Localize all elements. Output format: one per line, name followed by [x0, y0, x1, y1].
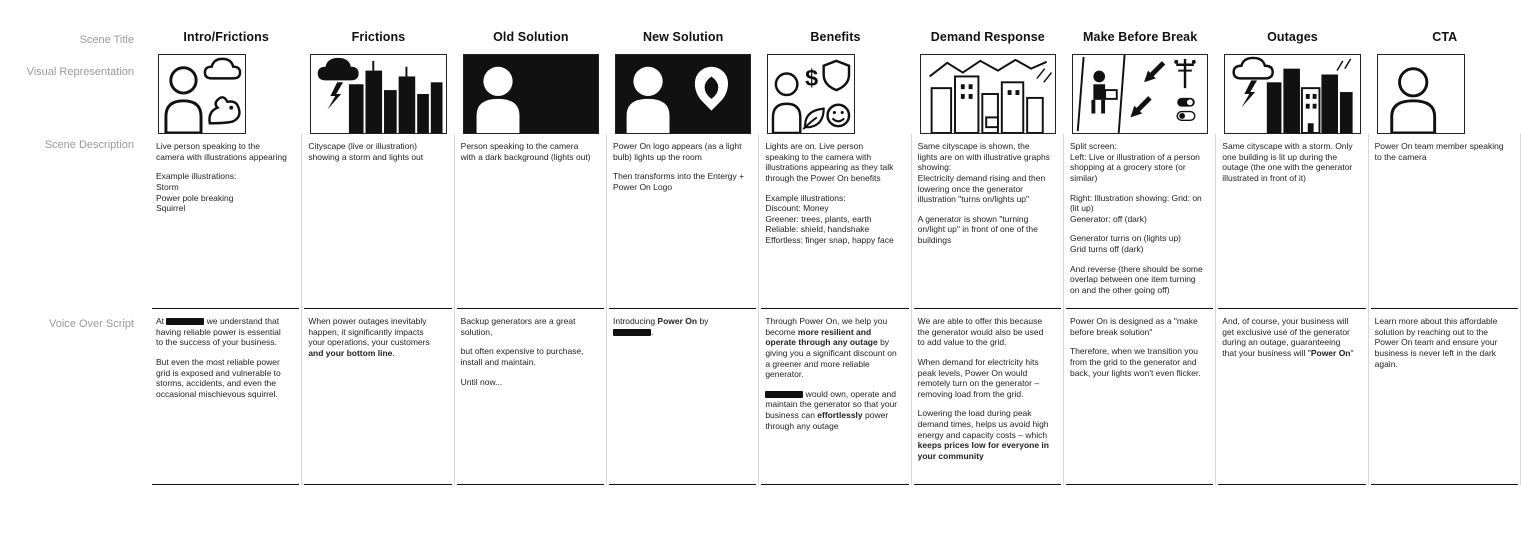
person-silhouette-icon: [476, 66, 520, 133]
scene-description: Power On logo appears (as a light bulb) …: [612, 141, 745, 192]
person-icon: [164, 66, 203, 133]
visual-demand-response: [919, 54, 1056, 134]
smiley-icon: [826, 103, 851, 128]
lit-building-icon: [1301, 87, 1321, 133]
column-body: Same cityscape with a storm. Only one bu…: [1216, 134, 1369, 485]
visual-frictions: [310, 54, 447, 134]
arrow-down-left-icon: [1144, 61, 1166, 83]
visual-old-solution: [462, 54, 599, 134]
scene-title: CTA: [1432, 30, 1458, 44]
row-labels: Scene Title Visual Representation Scene …: [0, 0, 150, 539]
visual-intro-frictions: [158, 54, 246, 134]
row-label-visual-representation: Visual Representation: [26, 66, 134, 78]
voice-over-script: We are able to offer this because the ge…: [913, 308, 1061, 485]
scene-title: Demand Response: [930, 30, 1045, 44]
visual-make-before-break: [1071, 54, 1209, 134]
visual-outages: [1224, 54, 1361, 134]
scene-description: Person speaking to the camera with a dar…: [460, 141, 591, 162]
column-body: Live person speaking to the camera with …: [150, 134, 303, 485]
shield-icon: [822, 59, 851, 92]
power-on-logo-icon: [694, 66, 728, 111]
voice-over-script: Backup generators are a great solution,b…: [456, 308, 604, 485]
person-icon: [1389, 67, 1436, 133]
storm-cloud-icon: [1232, 56, 1275, 108]
scene-column-make-before-break: Make Before Break: [1064, 0, 1217, 539]
storm-cloud-icon: [203, 57, 242, 80]
column-body: Split screen: Left: Live or illustration…: [1064, 134, 1217, 485]
voice-over-script: Power On is designed as a "make before b…: [1065, 308, 1214, 485]
visual-benefits: $: [767, 54, 856, 134]
scene-title: Benefits: [810, 30, 861, 44]
redacted-company-name: [765, 390, 804, 398]
row-label-scene-description: Scene Description: [44, 139, 134, 151]
scene-column-outages: Outages: [1216, 0, 1369, 539]
scene-description: Lights are on. Live person speaking to t…: [765, 141, 894, 245]
squirrel-icon: [208, 96, 241, 125]
scene-column-frictions: Frictions Cityscape: [302, 0, 455, 539]
rain-lines: [1336, 58, 1352, 71]
city-skyline-icon: [349, 60, 443, 133]
person-icon: [772, 72, 802, 133]
utility-pole-icon: [1174, 58, 1196, 89]
scene-title: Intro/Frictions: [183, 30, 269, 44]
voice-over-script: Through Power On, we help you become mor…: [761, 308, 909, 485]
scene-title: New Solution: [642, 30, 724, 44]
person-silhouette-icon: [626, 66, 670, 133]
scene-title: Make Before Break: [1083, 30, 1198, 44]
split-divider: [1117, 55, 1126, 133]
city-skyline-icon: [1267, 68, 1353, 133]
arrow-down-left-icon: [1130, 96, 1152, 118]
voice-over-script: Learn more about this affordable solutio…: [1370, 308, 1518, 485]
column-body: Cityscape (live or illustration) showing…: [302, 134, 455, 485]
row-label-scene-title: Scene Title: [79, 34, 134, 46]
redacted-company-name: [612, 328, 651, 336]
scene-column-old-solution: Old Solution Person speaking to the came…: [455, 0, 607, 539]
storm-cloud-icon: [318, 57, 359, 110]
leaf-icon: [802, 107, 826, 130]
scene-description: Live person speaking to the camera with …: [156, 141, 287, 214]
scene-title: Outages: [1267, 30, 1318, 44]
voice-over-script: And, of course, your business will get e…: [1218, 308, 1366, 485]
scene-title: Old Solution: [493, 30, 569, 44]
demand-graph-icon: [928, 58, 1052, 83]
generator-icon: [984, 116, 999, 129]
scene-title: Frictions: [351, 30, 406, 44]
redacted-company-name: [166, 318, 205, 325]
shopper-icon: [1091, 70, 1118, 114]
visual-cta: [1376, 54, 1465, 134]
dollar-icon: $: [805, 65, 818, 91]
visual-new-solution: [614, 54, 752, 134]
scene-description: Cityscape (live or illustration) showing…: [308, 141, 424, 162]
column-body: Power On team member speaking to the cam…: [1369, 134, 1521, 485]
city-skyline-icon: [930, 75, 1044, 133]
scene-description: Same cityscape with a storm. Only one bu…: [1222, 141, 1353, 183]
scene-column-new-solution: New Solution Power On logo appears (as a…: [607, 0, 760, 539]
scene-description: Split screen: Left: Live or illustration…: [1069, 141, 1203, 295]
scene-column-demand-response: Demand Response: [912, 0, 1064, 539]
column-body: Lights are on. Live person speaking to t…: [759, 134, 912, 485]
scene-column-intro-frictions: Intro/Frictions Live person speaking to …: [150, 0, 303, 539]
column-body: Person speaking to the camera with a dar…: [455, 134, 607, 485]
voice-over-script: Introducing Power On by .: [608, 308, 757, 485]
voice-over-script: When power outages inevitably happen, it…: [304, 308, 452, 485]
scene-description: Power On team member speaking to the cam…: [1374, 141, 1504, 162]
scene-column-benefits: Benefits $: [759, 0, 912, 539]
voice-over-script: At we understand that having reliable po…: [152, 308, 300, 485]
scene-description: Same cityscape is shown, the lights are …: [917, 141, 1050, 245]
column-body: Same cityscape is shown, the lights are …: [912, 134, 1064, 485]
power-toggle-icons: [1176, 97, 1196, 122]
row-label-voice-over-script: Voice Over Script: [49, 318, 134, 330]
scene-column-cta: CTA Power On team member speaking to the…: [1369, 0, 1521, 539]
column-body: Power On logo appears (as a light bulb) …: [607, 134, 760, 485]
